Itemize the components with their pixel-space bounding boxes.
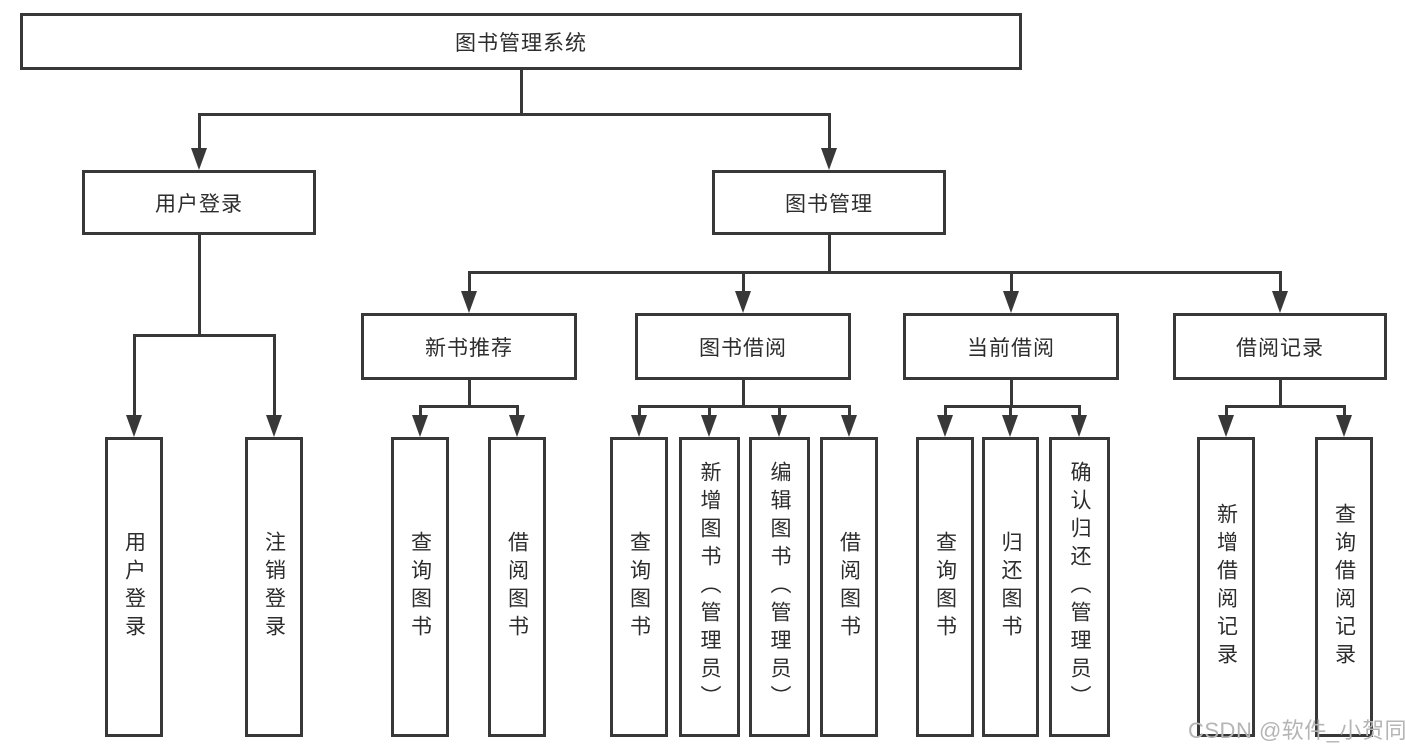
leaf-add-book-admin: 新增图书（管理员） [679, 437, 740, 737]
arrow-down-icon [1272, 291, 1288, 313]
connector-line [198, 113, 831, 116]
connector-line [198, 113, 201, 150]
watermark: CSDN @软件_小贺同学 [1188, 718, 1405, 743]
node-new-book-recommend: 新书推荐 [361, 313, 577, 380]
node-label: 查询借阅记录 [1332, 503, 1356, 671]
node-label: 确认归还（管理员） [1068, 461, 1091, 713]
connector-line [1343, 405, 1346, 417]
node-label: 借阅图书 [505, 531, 529, 643]
node-label: 借阅图书 [837, 531, 861, 643]
arrow-down-icon [461, 291, 477, 313]
node-label: 用户登录 [155, 192, 243, 216]
leaf-return-book: 归还图书 [982, 437, 1039, 737]
node-label: 借阅记录 [1236, 336, 1324, 360]
connector-line [520, 69, 523, 115]
node-label: 新增图书（管理员） [698, 461, 721, 713]
leaf-logout: 注销登录 [245, 437, 303, 737]
connector-line [1279, 271, 1282, 293]
leaf-query-books-borrow: 查询图书 [610, 437, 668, 737]
connector-line [468, 271, 1282, 274]
arrow-down-icon [631, 415, 647, 437]
node-label: 图书借阅 [699, 336, 787, 360]
connector-line [778, 405, 781, 417]
node-current-borrow: 当前借阅 [903, 313, 1119, 380]
leaf-confirm-return-admin: 确认归还（管理员） [1049, 437, 1110, 737]
connector-line [419, 405, 422, 417]
arrow-down-icon [735, 291, 751, 313]
arrow-down-icon [1002, 415, 1018, 437]
leaf-borrow-books: 借阅图书 [820, 437, 878, 737]
arrow-down-icon [841, 415, 857, 437]
arrow-down-icon [266, 415, 282, 437]
node-label: 图书管理系统 [455, 31, 587, 55]
node-book-management: 图书管理 [712, 170, 946, 235]
leaf-add-borrow-record: 新增借阅记录 [1197, 437, 1255, 737]
arrow-down-icon [821, 148, 837, 170]
connector-line [742, 380, 745, 407]
arrow-down-icon [937, 415, 953, 437]
connector-line [419, 405, 519, 408]
node-label: 新增借阅记录 [1214, 503, 1238, 671]
arrow-down-icon [1071, 415, 1087, 437]
connector-line [828, 235, 831, 273]
connector-line [742, 271, 745, 293]
connector-line [708, 405, 711, 417]
arrow-down-icon [191, 148, 207, 170]
node-borrow-records: 借阅记录 [1173, 313, 1387, 380]
node-user-login: 用户登录 [82, 170, 316, 235]
connector-line [1010, 271, 1013, 293]
node-label: 图书管理 [785, 192, 873, 216]
node-label: 编辑图书（管理员） [768, 461, 791, 713]
leaf-edit-book-admin: 编辑图书（管理员） [749, 437, 810, 737]
leaf-borrow-books-recommend: 借阅图书 [488, 437, 546, 737]
connector-line [848, 405, 851, 417]
connector-line [468, 271, 471, 293]
connector-line [1279, 380, 1282, 407]
node-label: 用户登录 [122, 531, 146, 643]
arrow-down-icon [126, 415, 142, 437]
leaf-user-login: 用户登录 [105, 437, 163, 737]
arrow-down-icon [509, 415, 525, 437]
node-label: 查询图书 [933, 531, 957, 643]
connector-line [198, 235, 201, 336]
connector-line [1225, 405, 1346, 408]
node-label: 查询图书 [408, 531, 432, 643]
node-label: 注销登录 [262, 531, 286, 643]
arrow-down-icon [412, 415, 428, 437]
connector-line [273, 334, 276, 417]
arrow-down-icon [701, 415, 717, 437]
connector-line [1225, 405, 1228, 417]
connector-line [638, 405, 851, 408]
arrow-down-icon [1003, 291, 1019, 313]
leaf-query-books-recommend: 查询图书 [391, 437, 449, 737]
connector-line [944, 405, 947, 417]
leaf-query-borrow-record: 查询借阅记录 [1315, 437, 1373, 737]
node-label: 新书推荐 [425, 336, 513, 360]
connector-line [1010, 380, 1013, 407]
connector-line [828, 113, 831, 150]
connector-line [133, 334, 276, 337]
connector-line [944, 405, 1081, 408]
arrow-down-icon [771, 415, 787, 437]
leaf-query-books-current: 查询图书 [916, 437, 974, 737]
connector-line [638, 405, 641, 417]
node-book-borrow: 图书借阅 [635, 313, 851, 380]
arrow-down-icon [1336, 415, 1352, 437]
connector-line [1078, 405, 1081, 417]
node-label: 查询图书 [627, 531, 651, 643]
node-label: 归还图书 [999, 531, 1022, 643]
node-label: 当前借阅 [967, 336, 1055, 360]
connector-line [516, 405, 519, 417]
connector-line [133, 334, 136, 417]
arrow-down-icon [1218, 415, 1234, 437]
node-root: 图书管理系统 [20, 13, 1022, 70]
connector-line [1009, 405, 1012, 417]
connector-line [468, 380, 471, 407]
